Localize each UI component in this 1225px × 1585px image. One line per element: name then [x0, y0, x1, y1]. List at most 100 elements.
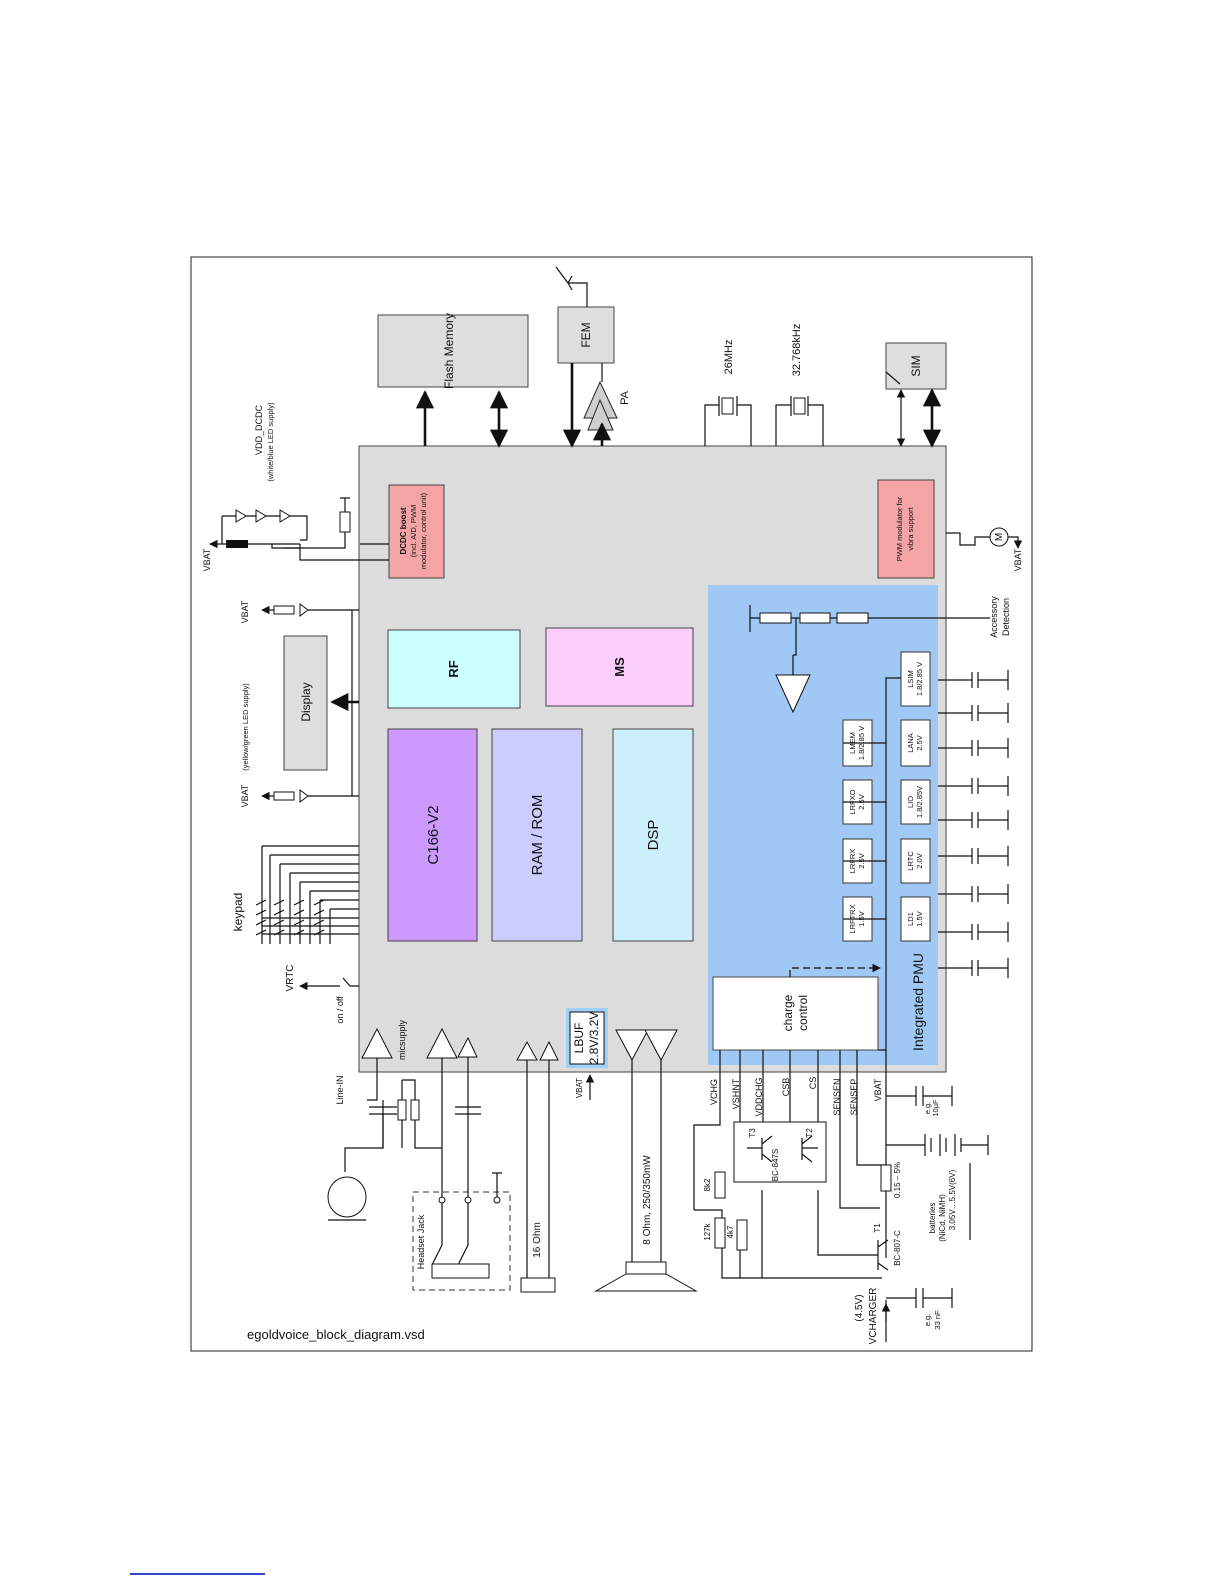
pin-csb: CSB [781, 1078, 791, 1097]
pin-vbat: VBAT [873, 1078, 883, 1101]
batteries-label-1: batteries [928, 1203, 937, 1234]
vdd-dcdc-note: (white/blue LED supply) [266, 402, 275, 482]
crystal-32khz-icon [775, 396, 824, 446]
vbat-bottom-label: VBAT [240, 784, 250, 807]
ms-label: MS [612, 657, 627, 677]
micsupply-label: micsupply [397, 1019, 407, 1060]
vrtc-label: VRTC [285, 964, 296, 991]
lbuf-label-2: 2.8V/3.2V [587, 1012, 601, 1065]
pin-sensen: SENSEN [832, 1078, 842, 1115]
pa-label: PA [619, 390, 631, 405]
regulator-lrtc: LRTC 2.0V [900, 838, 931, 884]
cap33-label-1: e.g. [923, 1314, 932, 1327]
mic-res-2-icon [410, 1099, 420, 1121]
accessory-detection-network [749, 605, 990, 714]
ram-rom-block [491, 728, 583, 942]
svg-text:LD1: LD1 [906, 912, 915, 926]
dcdc-sub1: (incl. A/D, PWM [409, 505, 418, 558]
yellow-led-note: (yellow/green LED supply) [241, 683, 250, 771]
svg-text:2.5V: 2.5V [915, 735, 924, 750]
lbuf-vbat-label: VBAT [575, 1078, 584, 1098]
c166-block [387, 728, 478, 942]
crystal-26mhz-icon [704, 396, 752, 446]
decoupling-caps [938, 670, 1009, 978]
t2-label: T2 [805, 1128, 814, 1138]
res-127k-label: 127k [703, 1222, 712, 1240]
vcharger-label-2: VCHARGER [868, 1288, 879, 1345]
charge-control-block [712, 976, 879, 1051]
line-in-label: Line-IN [335, 1075, 345, 1104]
c166-label: C166-V2 [425, 805, 442, 864]
pin-vshnt: VSHNT [731, 1078, 741, 1109]
batteries-label-3: 3.05V…5.5V(6V) [948, 1169, 957, 1230]
flash-memory-block [377, 314, 529, 388]
pwm-modulator-block [877, 479, 935, 579]
dcdc-vbat-label: VBAT [202, 548, 212, 571]
led-yellow-top [262, 604, 359, 616]
rf-label: RF [446, 660, 461, 677]
svg-text:2.0V: 2.0V [915, 853, 924, 868]
earpiece-label: 16 Ohm [532, 1222, 543, 1258]
res-127k-icon [714, 1217, 726, 1249]
lbuf-label-1: LBUF [572, 1023, 586, 1054]
file-name-label: egoldvoice_block_diagram.vsd [247, 1327, 425, 1342]
resistor-dcdc-icon [339, 511, 351, 533]
res-8k2-icon [714, 1171, 726, 1199]
svg-text:LANA: LANA [906, 733, 915, 753]
fem-label: FEM [579, 322, 593, 347]
ram-rom-label: RAM / ROM [529, 795, 546, 876]
regulator-lana: LANA 2.5V [900, 719, 931, 767]
vcharger-label-1: (4.5V) [854, 1294, 865, 1321]
res-8k2-label: 8k2 [703, 1178, 712, 1191]
t1-label: T1 [873, 1223, 882, 1233]
vibra-vbat-label: VBAT [1013, 548, 1023, 571]
vdd-dcdc-label: VDD_DCDC [254, 405, 264, 456]
led-white-3-icon [279, 509, 291, 523]
accessory-label-1: Accessory [989, 596, 999, 638]
pin-sensep: SENSEP [849, 1079, 859, 1116]
res-4k7-label: 4k7 [726, 1225, 735, 1238]
pin-vchg: VCHG [709, 1079, 719, 1105]
pmu-label: Integrated PMU [910, 953, 926, 1051]
regulator-lsim: LSIM 1.8/2.85 V [900, 651, 931, 707]
display-block [283, 635, 328, 771]
headset-jack-label: Headset Jack [416, 1214, 426, 1269]
footer-link-rule [130, 1573, 265, 1575]
charge-control-label-2: control [796, 995, 810, 1031]
accessory-label-2: Detection [1001, 598, 1011, 636]
cap33-label-2: 33 nF [933, 1310, 942, 1330]
loudspeaker-icon [594, 1273, 698, 1292]
sim-label: SIM [909, 355, 923, 376]
t3-label: T3 [748, 1128, 757, 1138]
flash-memory-label: Flash Memory [442, 313, 456, 389]
cap10-label-1: e.g. [923, 1102, 932, 1115]
crystal-32khz-label: 32.768kHz [791, 324, 803, 377]
regulator-lio: LIO 1.8/2.85V [900, 779, 931, 825]
keypad-label: keypad [231, 893, 245, 932]
headset-jack-box [412, 1191, 511, 1291]
svg-text:1.5V: 1.5V [915, 911, 924, 926]
svg-text:LRTC: LRTC [906, 851, 915, 871]
charge-control-label-1: charge [781, 994, 795, 1031]
dsp-block [612, 728, 694, 942]
crystal-26mhz-label: 26MHz [723, 340, 735, 375]
dsp-label: DSP [645, 820, 662, 851]
shunt-label: 0.15 – 5% [893, 1162, 902, 1198]
shunt-resistor-icon [880, 1164, 892, 1192]
svg-text:LIO: LIO [906, 796, 915, 808]
pin-cs: CS [808, 1077, 818, 1090]
led-yellow-bottom [262, 790, 359, 802]
batteries-label-2: (NiCd, NiMH) [938, 1194, 947, 1242]
led-white-1-icon [235, 509, 247, 523]
rf-block [387, 629, 521, 709]
earpiece-icon [520, 1277, 556, 1293]
bc847s-package [733, 1121, 827, 1183]
fem-block [557, 306, 615, 364]
microphone-icon [327, 1176, 367, 1218]
dcdc-sub2: modulator, control unit) [419, 492, 428, 569]
svg-text:1.8/2.85V: 1.8/2.85V [915, 786, 924, 818]
antenna-icon [555, 266, 588, 307]
on-off-label: on / off [335, 996, 345, 1024]
inductor-icon [226, 540, 248, 548]
speaker-label: 8 Ohm, 250/350mW [642, 1155, 653, 1245]
